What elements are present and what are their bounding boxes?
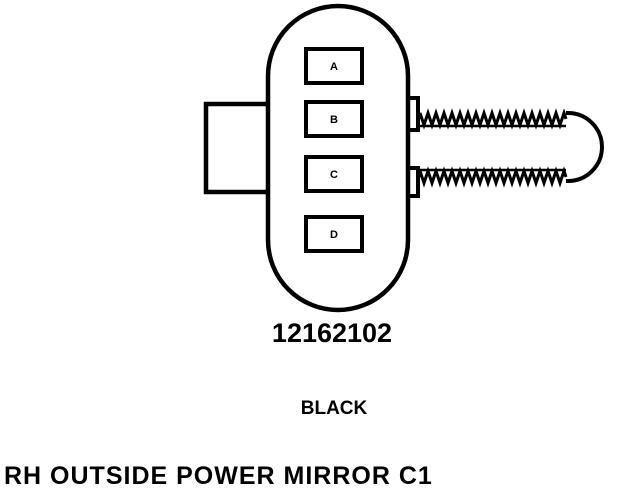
pin-cavity-d: D (304, 215, 364, 253)
pin-cavity-c: C (304, 155, 364, 193)
diagram-caption: RH OUTSIDE POWER MIRROR C1 (4, 462, 433, 490)
pin-label-b: B (330, 114, 338, 126)
lever-loop (566, 111, 604, 183)
connector-lock-lever (408, 96, 604, 198)
pin-label-c: C (330, 169, 338, 181)
connector-left-tab (203, 101, 268, 195)
part-number: 12162102 (271, 318, 393, 348)
pin-label-d: D (330, 229, 338, 241)
pin-cavity-b: B (304, 100, 364, 138)
connector-color: BLACK (300, 398, 368, 419)
pin-cavity-a: A (304, 47, 364, 85)
lever-ribs-top (418, 108, 568, 130)
lever-ribs-bottom (418, 166, 568, 188)
pin-label-a: A (330, 61, 338, 73)
